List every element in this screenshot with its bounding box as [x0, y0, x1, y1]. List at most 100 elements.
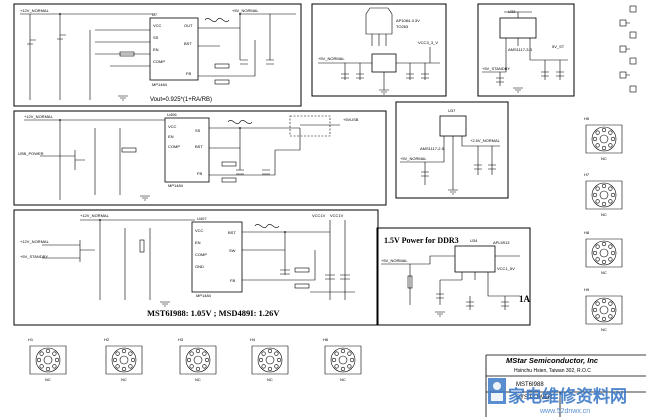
pin-vcc: VCC	[153, 23, 162, 28]
watermark-url: www.52dnwx.cn	[539, 408, 590, 415]
enable-net-label: USB_POWER	[18, 151, 44, 156]
chip-part: MP1484	[152, 82, 168, 87]
formula-label: Vout=0.925*(1+RA/RB)	[150, 97, 212, 103]
chip-u37	[439, 115, 467, 137]
pin-fb: FB	[197, 171, 202, 176]
hole-nc: NC	[195, 377, 201, 382]
chip-part: MP1484	[168, 183, 184, 188]
chip-part: AMS1117-3.3	[508, 47, 533, 52]
output-net-label: +5V_NORMAL	[232, 8, 259, 13]
output-net-label: VCC1_5V	[497, 266, 515, 271]
hole-ref: H9	[584, 287, 590, 292]
mounting-hole: H1 NC	[28, 337, 67, 382]
chip-ref: U407	[197, 216, 207, 221]
mounting-hole: H5 NC	[584, 116, 623, 161]
chip-u33	[499, 17, 537, 39]
pin-en: EN	[195, 240, 201, 245]
input-net-label: +12V_NORMAL	[80, 213, 110, 218]
mounting-hole: H8 NC	[584, 230, 623, 275]
output-net-label: +5VUSB	[343, 117, 359, 122]
chip-u34	[454, 245, 496, 273]
standby-net-label: +5V_STANDBY	[20, 254, 48, 259]
output-net-label-a: VCC1V	[312, 213, 326, 218]
hole-nc: NC	[267, 377, 273, 382]
project-name: MST6I988	[516, 382, 544, 388]
input-net-label-2: +12V_NORMAL	[20, 239, 50, 244]
hole-ref: H6	[323, 337, 329, 342]
chip-ref: U406	[167, 112, 177, 117]
output-net-label-b: VCC1V	[330, 213, 344, 218]
hole-ref: H2	[104, 337, 110, 342]
test-points	[619, 5, 637, 93]
regulator-ddr3-frame	[376, 227, 531, 326]
regulator-mid-left-frame	[13, 110, 387, 206]
chip-u406	[164, 117, 210, 183]
mounting-hole: H4 NC	[250, 337, 289, 382]
pin-comp: COMP	[195, 252, 207, 257]
mounting-hole: H6 NC	[323, 337, 362, 382]
input-net-label: +5V_NORMAL	[381, 258, 408, 263]
pin-ss: SS	[195, 128, 201, 133]
pin-bst: BST	[195, 144, 203, 149]
hole-nc: NC	[601, 327, 607, 332]
regulator-ddr3: 1.5V Power for DDR3 U34 APL5913 +5V_NORM…	[376, 227, 531, 326]
regulator-top-left-frame	[13, 3, 302, 107]
pin-sw: SW	[229, 248, 236, 253]
pin-gnd: GND	[195, 264, 204, 269]
hole-ref: H3	[178, 337, 184, 342]
hole-nc: NC	[601, 212, 607, 217]
regulator-middle-right: U37 AMS1117-2.5 +5V_NORMAL +2.5V_NORMAL	[395, 101, 509, 199]
input-net-label: +12V_NORMAL	[24, 114, 54, 119]
company-name: MStar Semiconductor, Inc	[506, 356, 599, 365]
input-net-label: +5V_NORMAL	[318, 56, 345, 61]
ddr3-title: 1.5V Power for DDR3	[384, 236, 459, 245]
regulator-top-right-b: U33 AMS1117-3.3 +5V_STANDBY 5V_ST	[477, 3, 575, 97]
hole-ref: H8	[584, 230, 590, 235]
mounting-hole: H3 NC	[178, 337, 217, 382]
input-net-label: +5V_NORMAL	[400, 156, 427, 161]
hole-ref: H4	[250, 337, 256, 342]
hole-ref: H1	[28, 337, 34, 342]
hole-nc: NC	[45, 377, 51, 382]
chip-ref: U34	[470, 238, 478, 243]
output-net-label: 5V_ST	[552, 44, 565, 49]
mounting-holes-bottom: H1 NC H2 NC H3 NC H4	[28, 337, 362, 382]
regulator-top-right-a-frame	[311, 3, 447, 97]
input-net-label: +5V_STANDBY	[482, 66, 510, 71]
pin-fb: FB	[186, 71, 191, 76]
pin-comp: COMP	[153, 59, 165, 64]
regulator-middle-right-frame	[395, 101, 509, 199]
mounting-hole: H9 NC	[584, 287, 623, 332]
title-block: MStar Semiconductor, Inc Hsinchu Hsien, …	[485, 354, 646, 417]
regulator-mid-left: +12V_NORMAL USB_POWER +5VUSB U406 MP1484…	[13, 110, 387, 206]
watermark-logo	[488, 378, 506, 404]
pin-vcc: VCC	[168, 124, 177, 129]
output-net-label: +2.5V_NORMAL	[470, 138, 501, 143]
output-net-label: VCC3_3_V	[418, 40, 438, 45]
company-address: Hsinchu Hsien, Taiwan 302, R.O.C	[514, 368, 591, 374]
chip-u407	[191, 221, 243, 293]
chip-part: APL5913	[493, 240, 510, 245]
chip-ref: U7	[152, 12, 158, 17]
regulator-top-left: +12V_NORMAL +5V_NORMAL U7 MP1484 VCC SS …	[13, 3, 302, 107]
regulator-top-right-a: AP1084-3.3V TO263 +5V_NORMAL VCC3_3_V	[311, 3, 447, 97]
hole-nc: NC	[601, 156, 607, 161]
chip-part: MP1484	[196, 293, 212, 298]
chip-ref: U33	[508, 9, 516, 14]
chip-ap1084	[371, 53, 397, 73]
pin-en: EN	[153, 47, 159, 52]
current-label: 1A	[519, 294, 531, 304]
pin-fb: FB	[230, 278, 235, 283]
pin-vcc: VCC	[195, 228, 204, 233]
mounting-hole: H7 NC	[584, 172, 623, 217]
input-net-label: +12V_NORMAL	[20, 8, 50, 13]
chip-u7	[149, 17, 199, 81]
pin-ss: SS	[153, 35, 159, 40]
regulator-top-right-b-frame	[477, 3, 575, 97]
chip-part: AP1084-3.3V	[396, 18, 420, 23]
hole-ref: H5	[584, 116, 590, 121]
hole-ref: H7	[584, 172, 590, 177]
pin-en: EN	[168, 134, 174, 139]
chip-part: AMS1117-2.5	[420, 146, 445, 151]
